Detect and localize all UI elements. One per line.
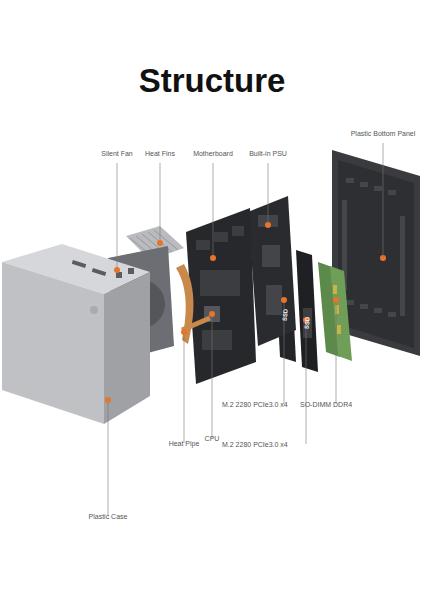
vent-holes [342, 178, 405, 317]
ssd-sticker [303, 308, 312, 338]
ssd-card [296, 250, 318, 372]
ram-chips [333, 285, 341, 334]
part-label: Heat Pipe [169, 440, 200, 448]
psu-components [258, 215, 282, 315]
motherboard-components [196, 226, 244, 350]
bottom-panel-inner [338, 160, 414, 348]
part-label: Plastic Bottom Panel [351, 130, 416, 138]
heat-pipe-plate [182, 318, 210, 330]
callout-dots [105, 222, 339, 403]
case-ports [72, 260, 134, 278]
part-label: M.2 2280 PCIe3.0 x4 [222, 401, 288, 409]
part-label: Built-in PSU [249, 150, 287, 158]
part-label: M.2 2280 PCIe3.0 x4 [222, 441, 288, 449]
part-label: CPU [205, 435, 220, 443]
case-logo [90, 306, 98, 314]
case-front [2, 262, 104, 424]
page-title: Structure [0, 62, 424, 100]
motherboard-board [186, 208, 256, 384]
psu-board [248, 196, 296, 346]
part-label: Plastic Case [89, 513, 128, 521]
sticker-text: SSD [302, 316, 311, 329]
sticker-text: SSD [280, 308, 289, 321]
heat-pipe [176, 264, 194, 344]
part-label: Motherboard [193, 150, 233, 158]
ram-stick [330, 266, 352, 361]
leader-lines [108, 143, 383, 516]
part-label: SO-DIMM DDR4 [300, 401, 352, 409]
part-label: Silent Fan [101, 150, 133, 158]
case-side [104, 272, 150, 424]
part-label: Heat Fins [145, 150, 175, 158]
